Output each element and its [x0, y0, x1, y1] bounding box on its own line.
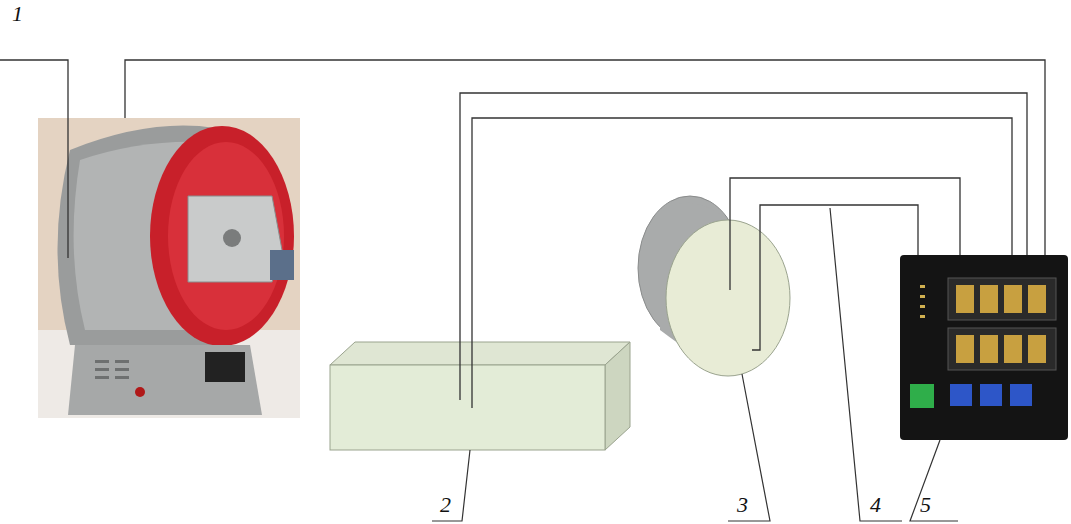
- box-side: [605, 342, 630, 450]
- furnace-front: [150, 126, 294, 346]
- box-top: [330, 342, 630, 365]
- button-blue: [980, 384, 1002, 406]
- callout-number: 5: [918, 493, 933, 517]
- callout-number: 4: [868, 493, 883, 517]
- leader-line: [432, 450, 470, 521]
- door-knob: [223, 229, 241, 247]
- leader-lines: [432, 208, 958, 521]
- callout-number: 1: [10, 2, 25, 26]
- controller: [900, 255, 1068, 440]
- furnace-base: [68, 345, 262, 415]
- door-handle: [270, 250, 294, 280]
- leader-line: [910, 440, 958, 521]
- display-upper: [948, 278, 1056, 320]
- wire: [730, 178, 960, 290]
- furnace-door: [188, 196, 282, 282]
- display-digits: [956, 285, 1046, 363]
- status-leds: [920, 285, 925, 318]
- wire: [460, 93, 1027, 400]
- wire: [752, 205, 918, 350]
- wires: [0, 60, 1045, 408]
- power-switch: [205, 352, 245, 382]
- cylinder-front: [666, 220, 790, 376]
- photo-ground: [38, 118, 300, 418]
- wire: [125, 60, 1045, 255]
- leader-line: [0, 60, 68, 258]
- leader-line: [728, 374, 770, 521]
- leader-line: [830, 208, 902, 521]
- button-blue: [950, 384, 972, 406]
- block-box: [330, 342, 630, 450]
- display-lower: [948, 328, 1056, 370]
- furnace-photo: [38, 118, 300, 418]
- furnace-front-inner: [168, 142, 284, 330]
- callout-number: 2: [438, 493, 453, 517]
- cylinder: [638, 196, 790, 376]
- vent-slots: [95, 360, 129, 379]
- indicator-lamp: [135, 387, 145, 397]
- button-blue: [1010, 384, 1032, 406]
- button-green: [910, 384, 934, 408]
- controller-housing: [900, 255, 1068, 440]
- callout-number: 3: [735, 493, 750, 517]
- wire: [472, 118, 1012, 408]
- box-front: [330, 365, 605, 450]
